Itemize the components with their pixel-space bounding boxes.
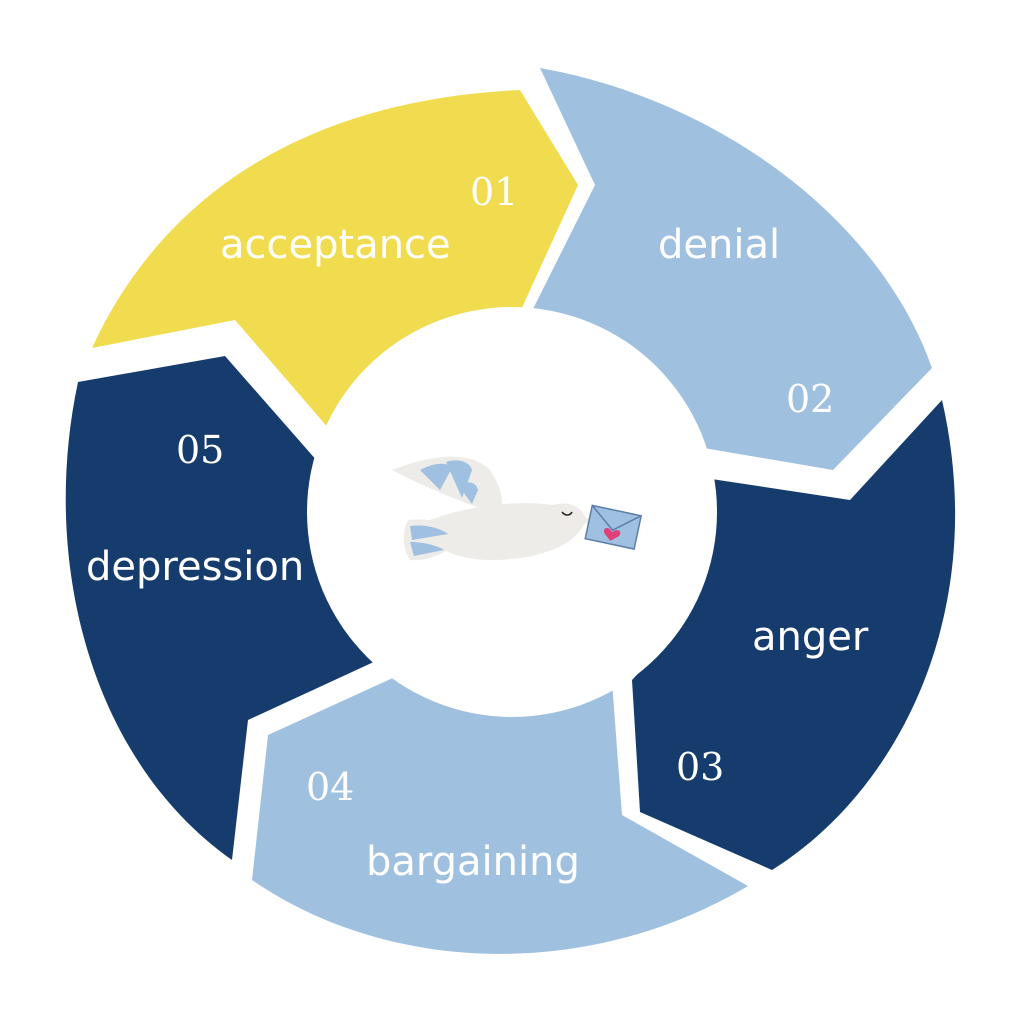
segment-anger-number: 03 xyxy=(676,745,724,789)
segment-denial: denial 02 xyxy=(530,68,932,470)
segment-acceptance-shape xyxy=(92,90,578,430)
segment-denial-shape xyxy=(530,68,932,470)
segment-acceptance-number: 01 xyxy=(470,170,518,214)
segment-bargaining: 04 bargaining xyxy=(252,677,748,954)
segment-bargaining-number: 04 xyxy=(306,765,354,809)
segment-denial-label: denial xyxy=(658,222,780,268)
segment-depression-label: depression xyxy=(86,544,304,590)
segment-depression-shape xyxy=(65,356,378,860)
dove-with-letter-icon xyxy=(392,456,643,561)
envelope-icon xyxy=(584,504,643,550)
segment-bargaining-shape xyxy=(252,677,748,954)
segment-acceptance-label: acceptance xyxy=(220,222,451,268)
dove-upper-wing xyxy=(392,456,502,515)
heart-icon xyxy=(604,528,621,541)
segment-depression-number: 05 xyxy=(176,428,224,472)
dove-body xyxy=(430,503,596,560)
segment-denial-number: 02 xyxy=(786,377,834,421)
segment-anger-label: anger xyxy=(752,614,869,660)
segment-acceptance: 01 acceptance xyxy=(92,90,578,430)
segment-depression: 05 depression xyxy=(65,356,378,860)
segment-bargaining-label: bargaining xyxy=(366,839,580,885)
